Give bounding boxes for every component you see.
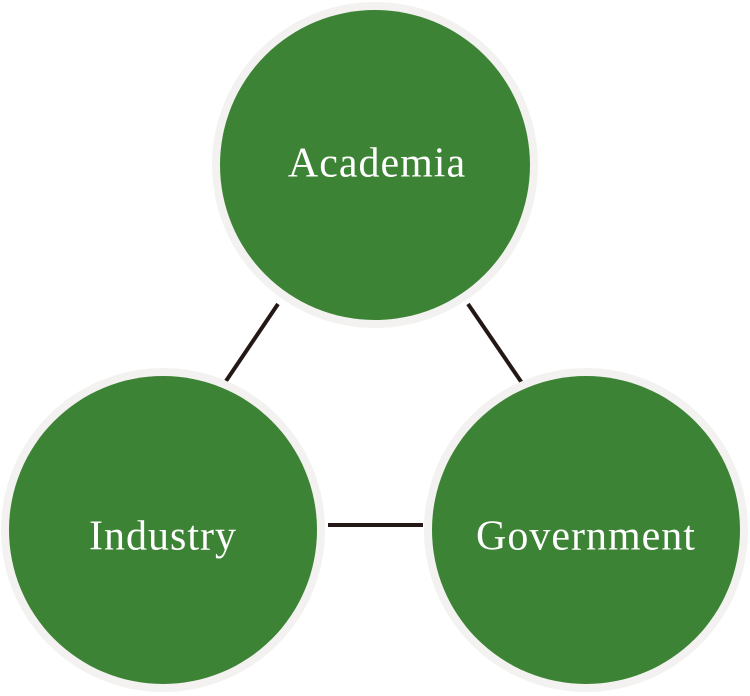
node-government-label: Government — [476, 514, 696, 560]
node-academia-circle — [220, 10, 530, 320]
connector-academia-government — [466, 302, 524, 385]
node-government-circle — [432, 376, 740, 684]
node-academia-label: Academia — [288, 141, 466, 187]
node-industry-label: Industry — [89, 514, 237, 560]
connector-academia-industry — [224, 302, 280, 383]
node-government: Government — [424, 368, 748, 692]
node-industry: Industry — [1, 368, 325, 692]
node-academia: Academia — [212, 2, 538, 328]
node-industry-circle — [9, 376, 317, 684]
